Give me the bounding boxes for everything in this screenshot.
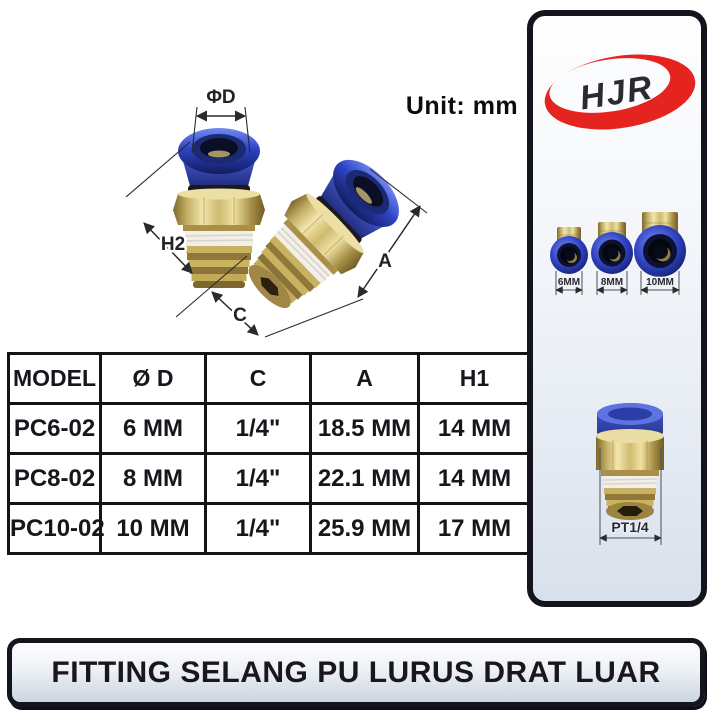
spec-table-header: H1 — [417, 352, 532, 405]
dim-label-h2: H2 — [161, 234, 185, 255]
fitting-tilted-illustration — [234, 143, 416, 323]
fitting-end-8mm — [591, 222, 633, 274]
spec-table-cell: 17 MM — [417, 502, 532, 555]
table-row: PC10-02 10 MM 1/4" 25.9 MM 17 MM — [7, 502, 532, 555]
spec-table-header: MODEL — [7, 352, 102, 405]
spec-table-cell: 22.1 MM — [309, 452, 420, 505]
fitting-end-10mm — [634, 212, 686, 277]
spec-table-cell: 10 MM — [99, 502, 207, 555]
thread-fitting-illustration: PT1/4 — [596, 403, 664, 545]
spec-table-header: A — [309, 352, 420, 405]
spec-table: MODEL Ø D C A H1 PC6-02 6 MM 1/4" 18.5 M… — [7, 352, 532, 555]
dim-arrow-a — [357, 205, 421, 298]
spec-table-cell: 1/4" — [204, 502, 312, 555]
hjr-logo: HJR — [544, 54, 696, 130]
spec-table-cell: PC6-02 — [7, 402, 102, 455]
table-row: PC8-02 8 MM 1/4" 22.1 MM 14 MM — [7, 452, 532, 505]
spec-table-header: C — [204, 352, 312, 405]
spec-table-cell: 1/4" — [204, 402, 312, 455]
spec-table-cell: 14 MM — [417, 402, 532, 455]
dim-extension-line — [175, 255, 248, 318]
thread-size-label: PT1/4 — [611, 519, 649, 535]
fitting-upside-illustration — [596, 403, 664, 520]
dim-arrow-h2 — [143, 222, 193, 274]
size-label-8mm: 8MM — [601, 277, 623, 288]
product-title-banner: FITTING SELANG PU LURUS DRAT LUAR — [7, 638, 705, 707]
spec-table-header-row: MODEL Ø D C A H1 — [7, 352, 532, 405]
size-label-6mm: 6MM — [558, 277, 580, 288]
spec-table-cell: PC10-02 — [7, 502, 105, 555]
spec-table-header: Ø D — [99, 352, 207, 405]
dim-label-d: ΦD — [206, 87, 235, 108]
dim-label-c: C — [233, 305, 247, 326]
spec-table-cell: 25.9 MM — [309, 502, 420, 555]
dim-label-a: A — [378, 251, 392, 272]
brand-panel: HJR — [527, 10, 707, 607]
spec-table-cell: 14 MM — [417, 452, 532, 505]
size-label-10mm: 10MM — [646, 277, 674, 288]
table-row: PC6-02 6 MM 1/4" 18.5 MM 14 MM — [7, 402, 532, 455]
technical-drawing: ΦD H2 C A — [125, 85, 428, 338]
spec-table-cell: 8 MM — [99, 452, 207, 505]
size-comparison-illustration: 6MM 8MM 10MM — [550, 212, 686, 295]
spec-table-cell: 18.5 MM — [309, 402, 420, 455]
product-title: FITTING SELANG PU LURUS DRAT LUAR — [51, 655, 661, 689]
spec-table-cell: PC8-02 — [7, 452, 102, 505]
fitting-front-illustration — [172, 127, 266, 289]
fitting-end-6mm — [550, 227, 588, 274]
dim-extension-line — [125, 141, 191, 198]
brand-panel-content: HJR — [533, 16, 701, 601]
unit-label: Unit: mm — [405, 92, 519, 120]
spec-table-cell: 1/4" — [204, 452, 312, 505]
dim-arrow-c — [211, 291, 259, 336]
spec-table-cell: 6 MM — [99, 402, 207, 455]
dim-extension-line — [264, 298, 364, 338]
